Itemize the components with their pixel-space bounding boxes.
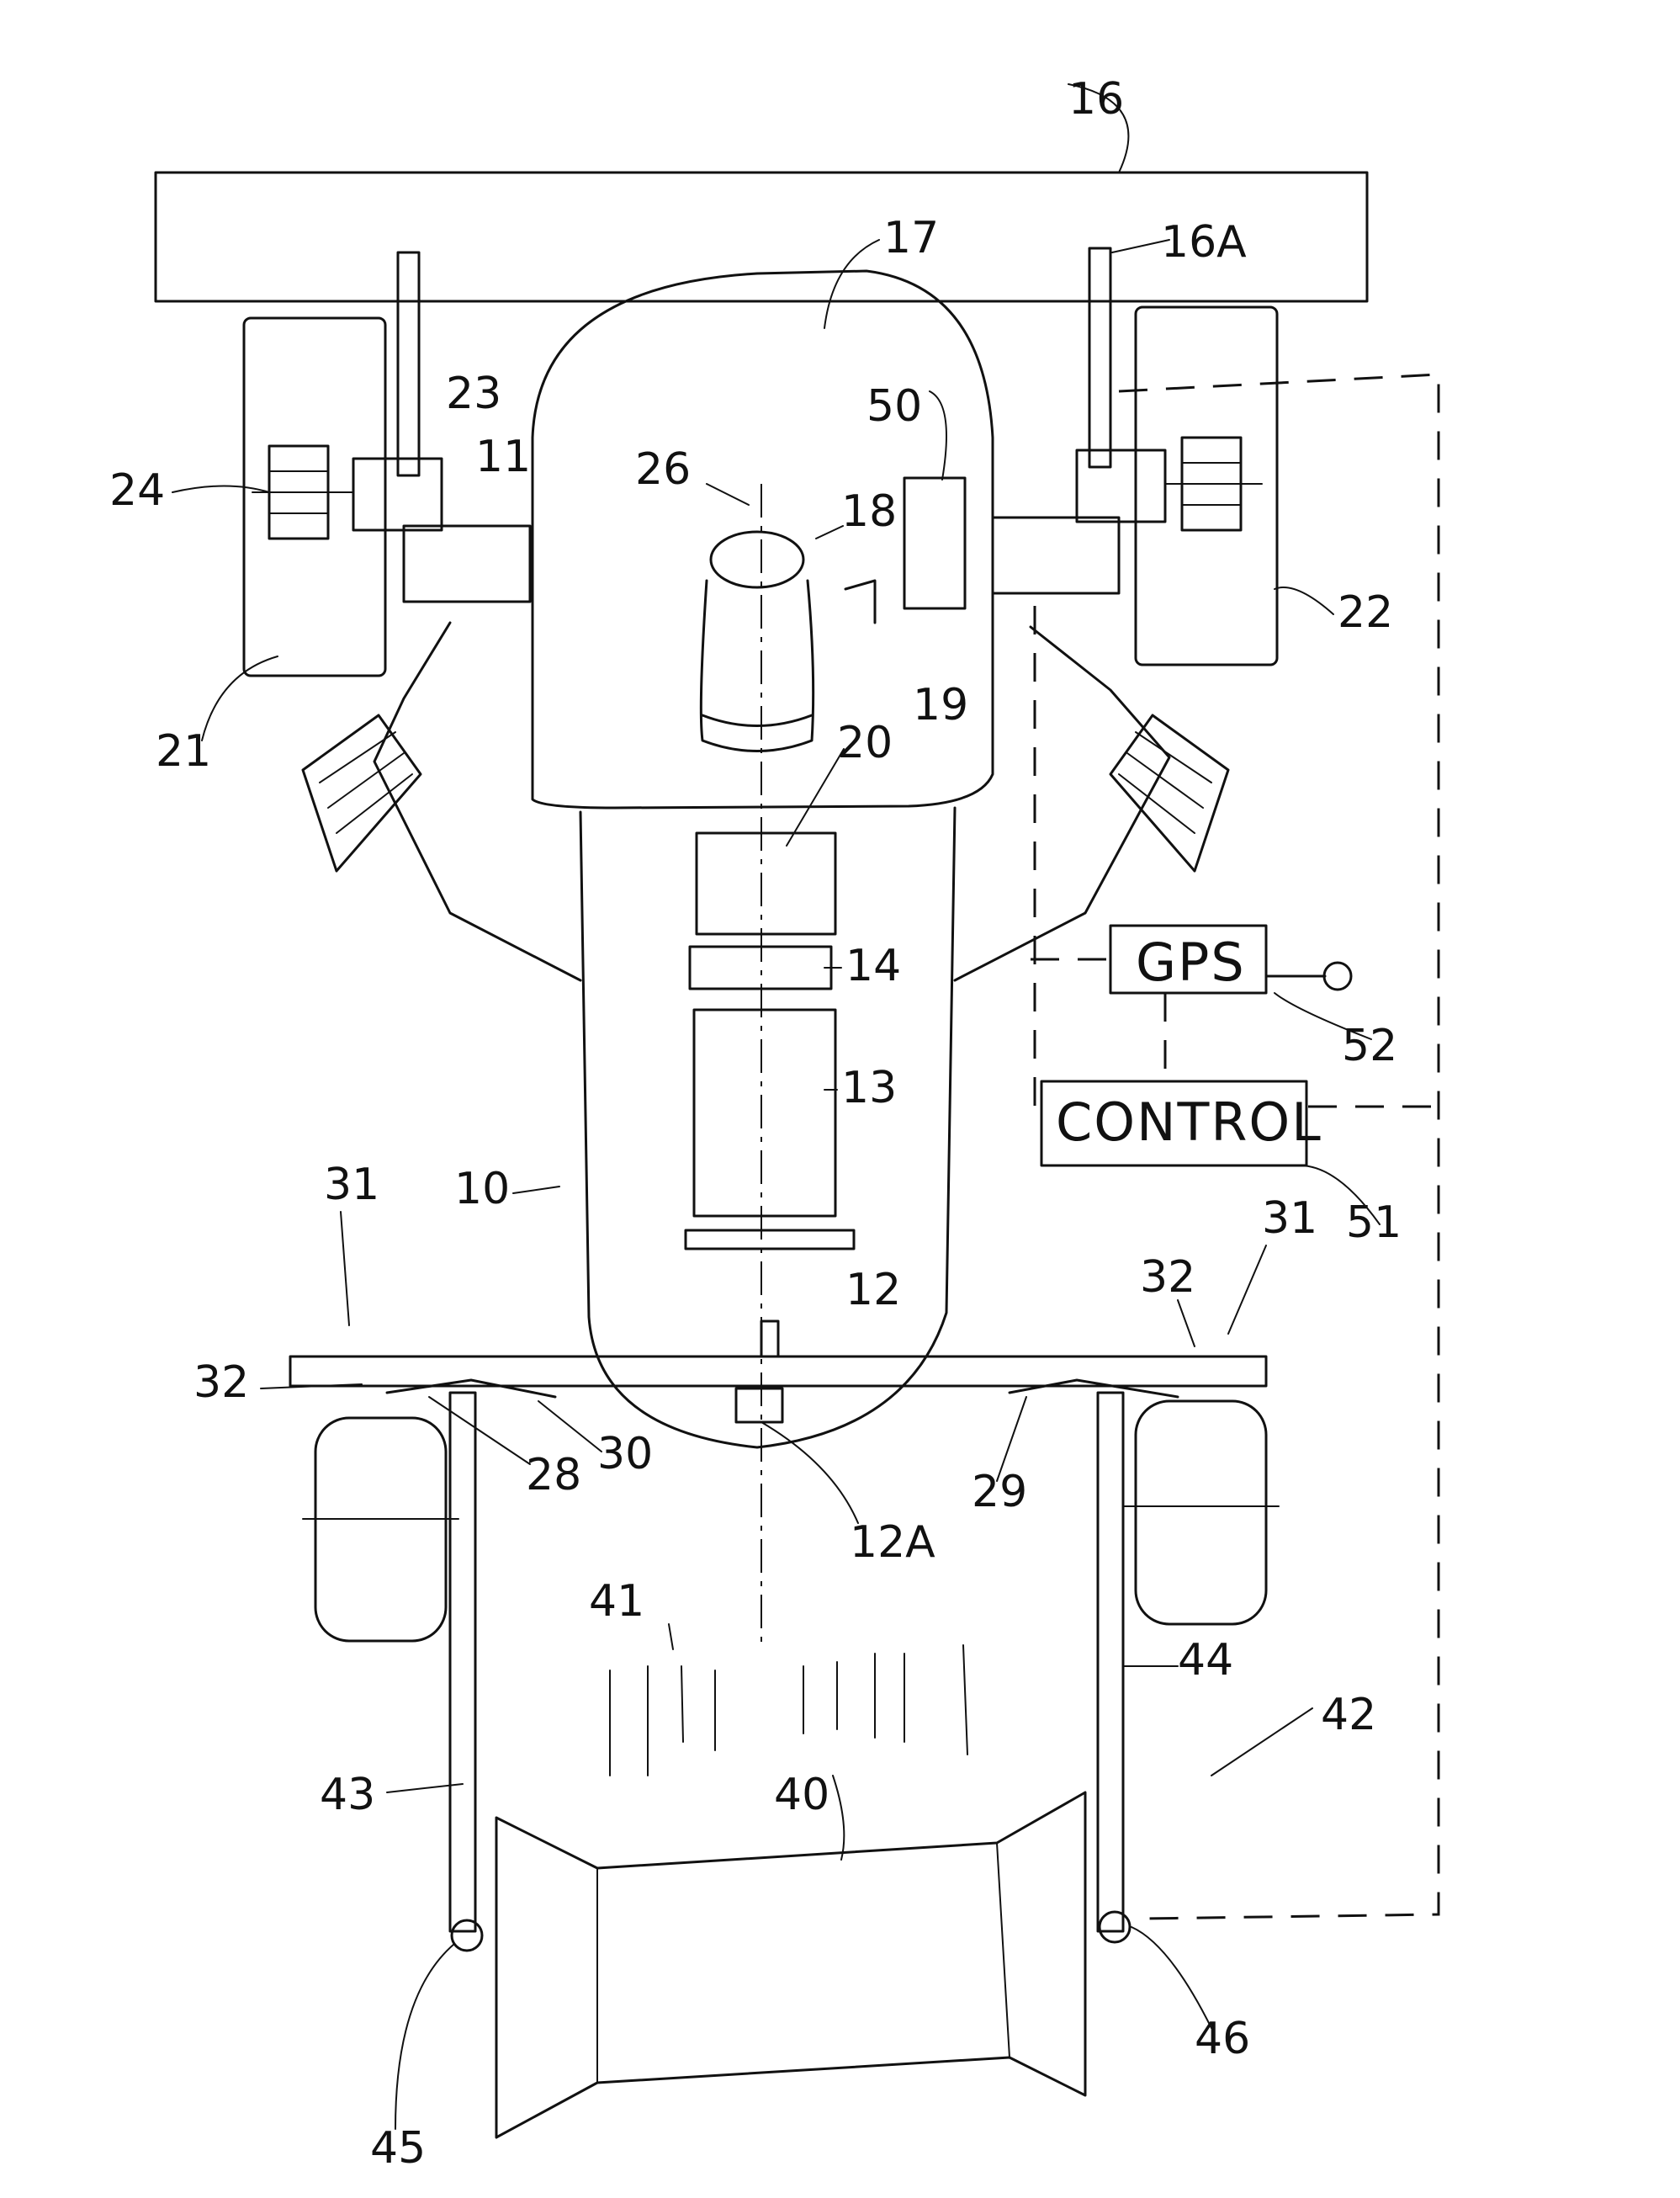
svg-text:51: 51 (1346, 1197, 1402, 1248)
svg-text:12A: 12A (850, 1517, 935, 1568)
svg-text:13: 13 (841, 1063, 897, 1113)
fender-left (374, 623, 580, 980)
rear-axle (290, 1356, 1266, 1386)
svg-text:18: 18 (841, 486, 897, 537)
svg-text:45: 45 (370, 2123, 426, 2174)
joystick-icon (845, 581, 875, 623)
sensor-45 (452, 1920, 482, 1951)
engine-housing (697, 833, 835, 934)
hood (580, 808, 955, 1447)
lamp-left (303, 715, 421, 871)
flywheel (686, 1230, 854, 1249)
ground-marks (610, 1645, 967, 1776)
svg-text:30: 30 (597, 1429, 653, 1479)
hitch-link-left (387, 1380, 555, 1397)
svg-text:26: 26 (635, 444, 691, 495)
engine-13 (694, 1010, 835, 1216)
antenna-icon (1324, 963, 1351, 990)
svg-text:10: 10 (454, 1164, 510, 1214)
svg-text:19: 19 (913, 680, 968, 730)
svg-text:17: 17 (883, 213, 939, 263)
svg-text:32: 32 (1140, 1252, 1195, 1303)
svg-text:40: 40 (774, 1770, 829, 1820)
svg-text:32: 32 (193, 1357, 249, 1408)
boom-arm-left (398, 252, 419, 475)
svg-text:43: 43 (320, 1770, 375, 1820)
svg-text:44: 44 (1178, 1635, 1233, 1686)
front-wheel-right (1136, 307, 1277, 665)
svg-text:52: 52 (1342, 1021, 1397, 1071)
svg-text:16: 16 (1068, 74, 1124, 125)
front-axle-left (404, 526, 530, 602)
steering-wheel (711, 532, 803, 587)
rear-wheel-right (1136, 1401, 1266, 1624)
svg-text:12: 12 (845, 1265, 901, 1315)
svg-text:46: 46 (1195, 2014, 1250, 2064)
hitch-link-right (1010, 1380, 1178, 1397)
sensor-46 (1100, 1912, 1130, 1942)
svg-text:20: 20 (837, 718, 893, 768)
controller-50 (904, 478, 965, 608)
svg-text:14: 14 (845, 941, 901, 991)
front-axle-right (993, 518, 1119, 593)
pto-12A (736, 1388, 782, 1422)
svg-text:42: 42 (1321, 1690, 1376, 1740)
svg-text:16A: 16A (1161, 217, 1247, 268)
hitch-rail-43 (450, 1393, 475, 1931)
svg-text:22: 22 (1338, 587, 1393, 638)
front-wheel-left (244, 318, 385, 676)
svg-text:28: 28 (526, 1450, 581, 1500)
rear-wheel-left (315, 1418, 446, 1641)
svg-text:31: 31 (1262, 1193, 1317, 1244)
boom-arm-right (1089, 248, 1110, 467)
gps-box-label: GPS (1136, 932, 1246, 993)
svg-text:24: 24 (109, 465, 165, 516)
control-box-label: CONTROL (1056, 1091, 1322, 1153)
svg-text:31: 31 (324, 1160, 379, 1210)
svg-text:41: 41 (589, 1576, 644, 1627)
svg-text:11: 11 (475, 432, 531, 482)
svg-text:23: 23 (446, 369, 501, 419)
hitch-rail-44 (1098, 1393, 1123, 1931)
lamp-right (1110, 715, 1228, 871)
svg-text:50: 50 (866, 381, 922, 432)
